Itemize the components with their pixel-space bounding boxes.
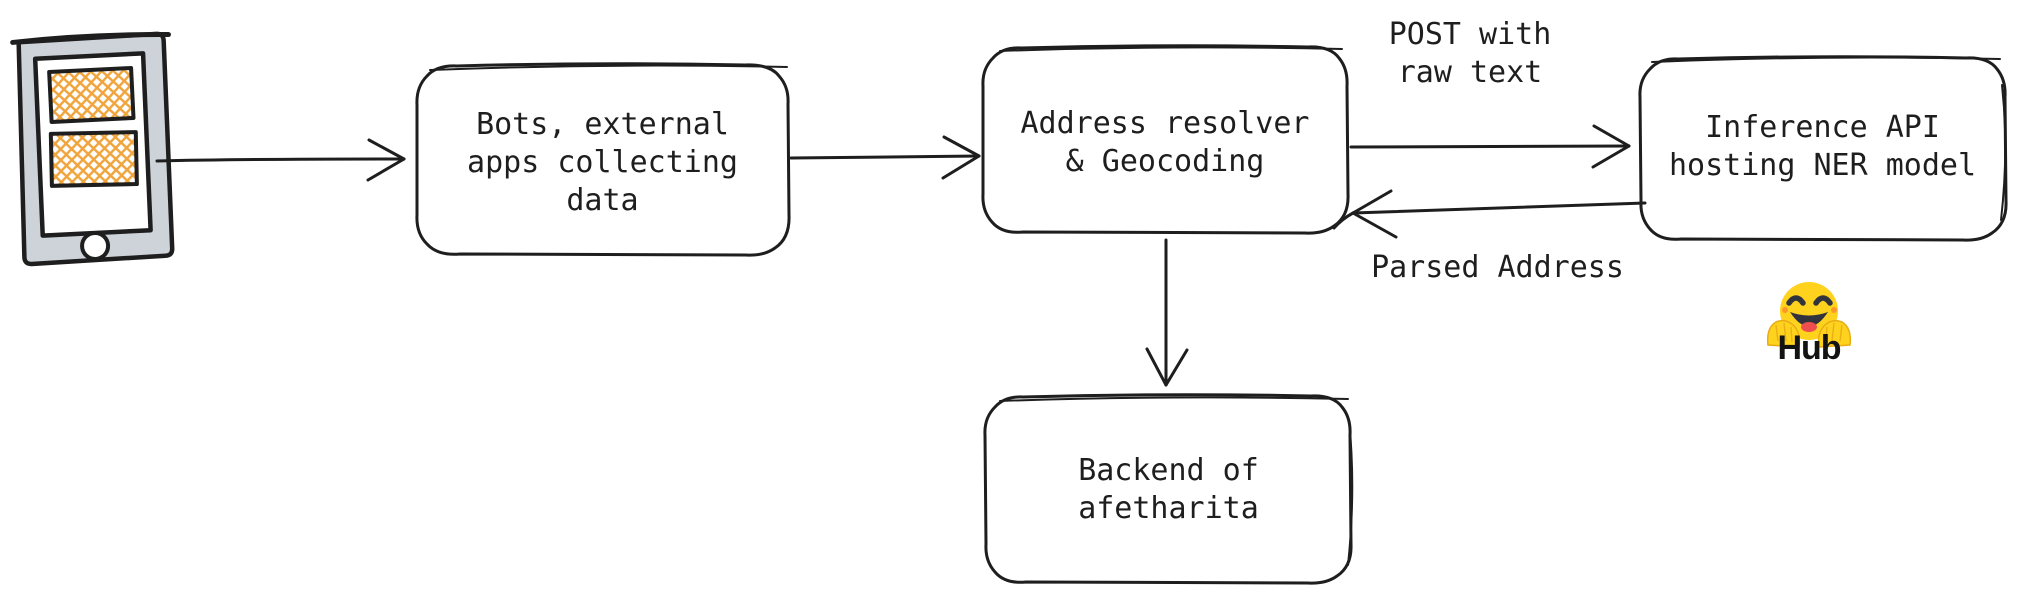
node-label-backend: Backend of afetharita bbox=[1078, 453, 1259, 526]
node-label-resolver: Address resolver & Geocoding bbox=[1020, 106, 1310, 179]
edge-label-parsed-address: Parsed Address bbox=[1371, 250, 1624, 285]
node-bots bbox=[415, 62, 791, 257]
node-backend bbox=[983, 393, 1353, 585]
screen-card-bottom bbox=[48, 130, 139, 188]
hub-label: Hub bbox=[1777, 329, 1841, 367]
screen-card-top bbox=[47, 66, 136, 124]
home-button bbox=[80, 230, 111, 261]
edge-label-post-raw-text: POST with raw text bbox=[1388, 17, 1552, 90]
sketch-accent-lines bbox=[429, 46, 2007, 566]
arrow-inference-to-resolver bbox=[1332, 189, 1647, 239]
arrow-resolver-to-inference bbox=[1349, 124, 1631, 169]
arrow-phone-to-bots bbox=[155, 138, 406, 182]
hugging-face-emoji bbox=[1766, 282, 1852, 348]
node-label-bots: Bots, external apps collecting data bbox=[467, 107, 738, 218]
node-label-inference: Inference API hosting NER model bbox=[1668, 110, 1977, 183]
arrow-resolver-to-backend bbox=[1145, 238, 1189, 387]
mobile-device-icon bbox=[10, 31, 175, 267]
arrow-bots-to-resolver bbox=[789, 135, 981, 180]
